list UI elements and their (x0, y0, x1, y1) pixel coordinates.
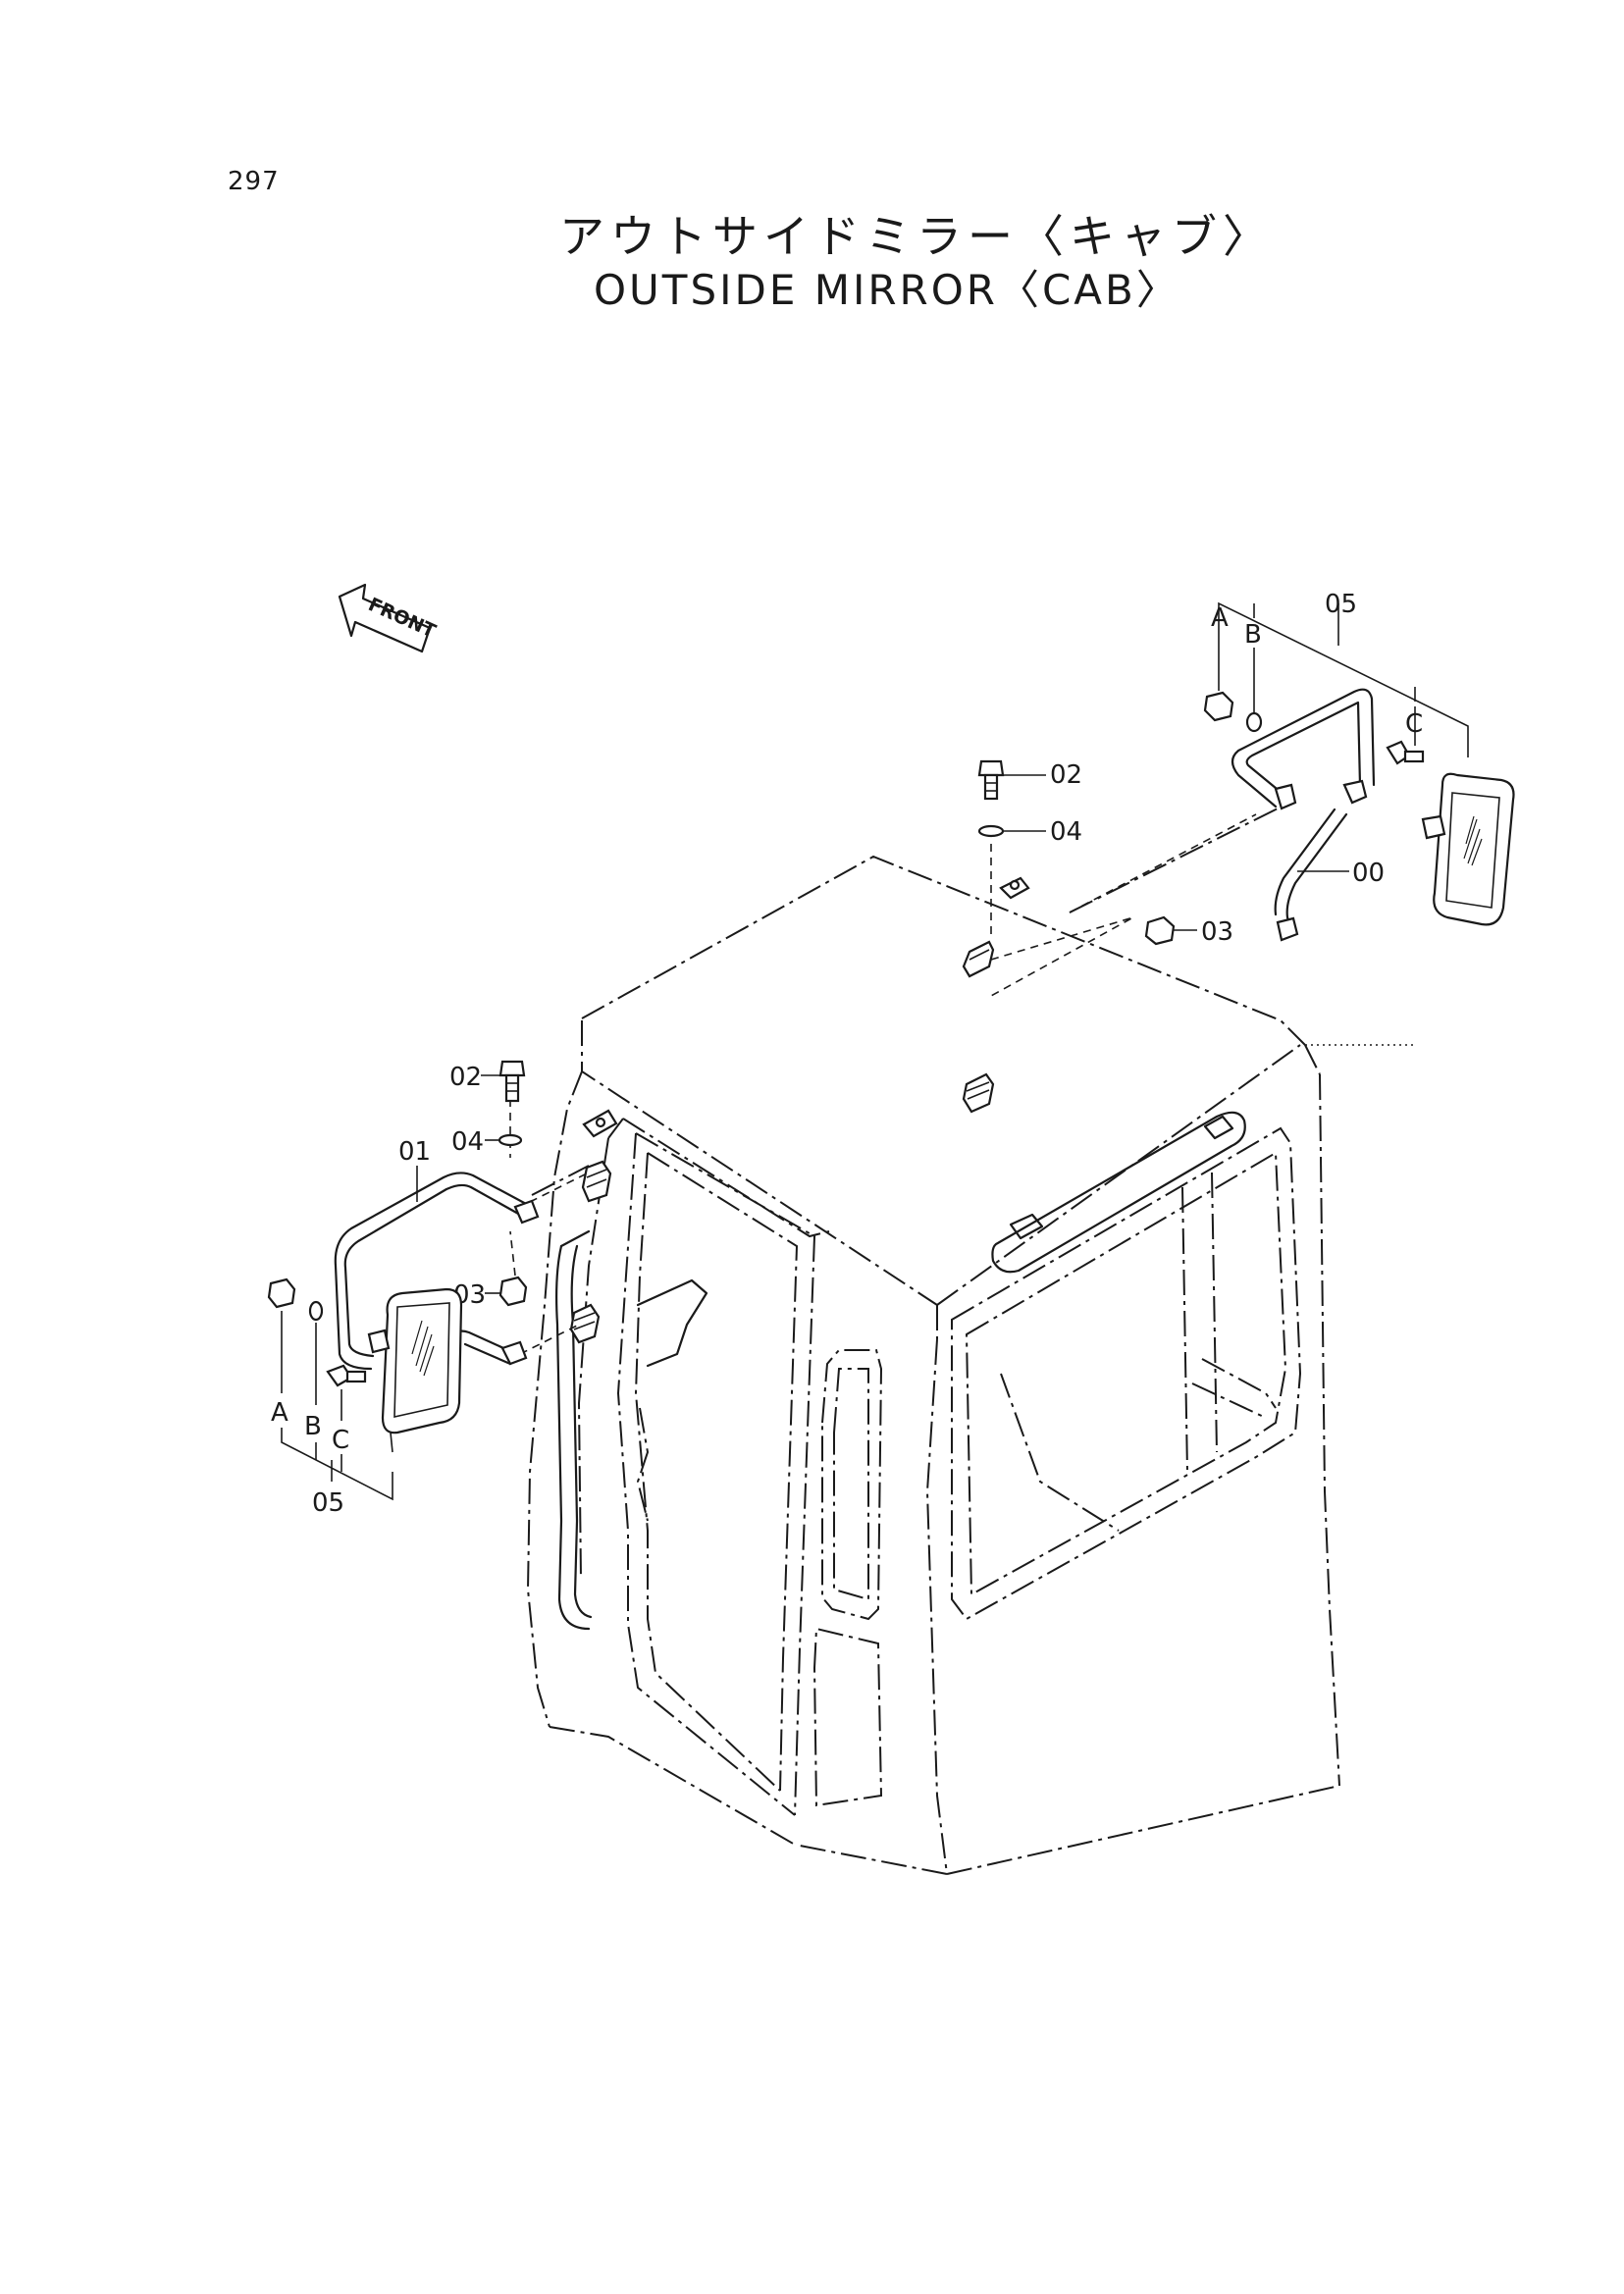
part-b-washer-right (1245, 648, 1263, 733)
callout-a-left: A (271, 1398, 288, 1428)
callout-washer-right: 04 (1050, 817, 1082, 847)
bolt-02-right (977, 759, 1046, 801)
title-english: OUTSIDE MIRROR〈CAB〉 (594, 266, 1180, 314)
pillar-bracket-upper (581, 1109, 618, 1203)
callout-bolt-left: 02 (449, 1063, 482, 1092)
callout-bolt-right: 02 (1050, 760, 1082, 790)
part-b-washer-left (308, 1300, 324, 1405)
part-c-bolt-left (326, 1364, 367, 1421)
roof-bracket-center (962, 1072, 995, 1114)
roof-bracket-right (962, 876, 1030, 978)
part-c-bolt-right (1386, 706, 1425, 765)
right-mirror-assembly: 02 04 03 (962, 590, 1515, 1114)
mirror-arm-01 (334, 1166, 540, 1371)
mirror-head-left (367, 1287, 463, 1453)
callout-b-left: B (304, 1412, 322, 1441)
nut-03-left (485, 1276, 528, 1307)
callout-arm-right: 00 (1352, 859, 1385, 888)
callout-assembly-left: 05 (312, 1488, 344, 1518)
mirror-arm-00 (1231, 688, 1376, 942)
callout-b-right: B (1244, 620, 1262, 650)
washer-04-right (977, 824, 1046, 838)
part-a-nut-left (267, 1277, 296, 1393)
callout-assembly-right: 05 (1325, 590, 1357, 619)
front-label: FRONT (365, 594, 439, 643)
title-japanese: アウトサイドミラー〈キャブ〉 (559, 210, 1274, 263)
left-mirror-assembly: 02 04 03 01 (267, 1060, 618, 1518)
callout-washer-left: 04 (451, 1127, 484, 1157)
callout-arm-left: 01 (398, 1137, 431, 1167)
nut-03-right (1144, 915, 1197, 946)
roof-handrail (991, 1111, 1246, 1274)
callout-nut-right: 03 (1201, 917, 1233, 947)
washer-04-left (485, 1133, 523, 1147)
callout-c-right: C (1405, 709, 1423, 739)
mirror-head-right (1421, 772, 1515, 926)
bolt-02-left (481, 1060, 526, 1103)
front-arrow-icon: FRONT (338, 583, 439, 653)
part-a-nut-right (1203, 630, 1234, 722)
door-lever (636, 1278, 708, 1368)
page-number: 297 (228, 167, 280, 196)
callout-a-right: A (1211, 603, 1229, 633)
cab-body (526, 855, 1413, 1875)
pillar-bracket-lower (569, 1303, 601, 1344)
callout-c-left: C (332, 1426, 349, 1455)
left-grab-handle (555, 1229, 593, 1631)
